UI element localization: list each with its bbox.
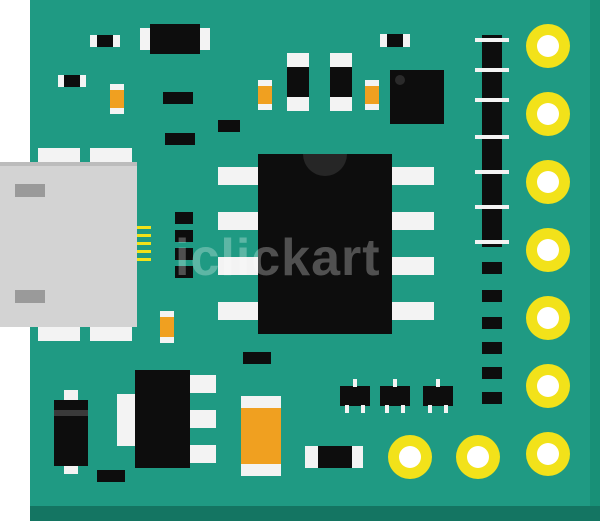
resistor xyxy=(218,120,240,132)
pcb-right-edge xyxy=(590,0,600,506)
resistor xyxy=(163,92,193,104)
transistors xyxy=(340,379,453,413)
microcontroller-chip-icon xyxy=(218,154,434,334)
header-pin-row-bottom xyxy=(388,435,500,479)
voltage-regulator xyxy=(117,370,216,468)
small-resistors-right xyxy=(482,262,502,404)
header-pin-icon xyxy=(526,24,570,476)
diode-small xyxy=(305,446,363,468)
capacitor-large xyxy=(241,396,281,476)
diode-vertical xyxy=(54,390,88,474)
resistor-array xyxy=(175,212,193,278)
pcb-edge xyxy=(30,506,600,521)
usb-connector-icon xyxy=(0,148,151,341)
resistor xyxy=(165,133,195,145)
watermark: iclickart xyxy=(175,229,381,287)
resistor xyxy=(243,352,271,364)
resistor xyxy=(97,470,125,482)
resistor-strip xyxy=(475,35,509,247)
